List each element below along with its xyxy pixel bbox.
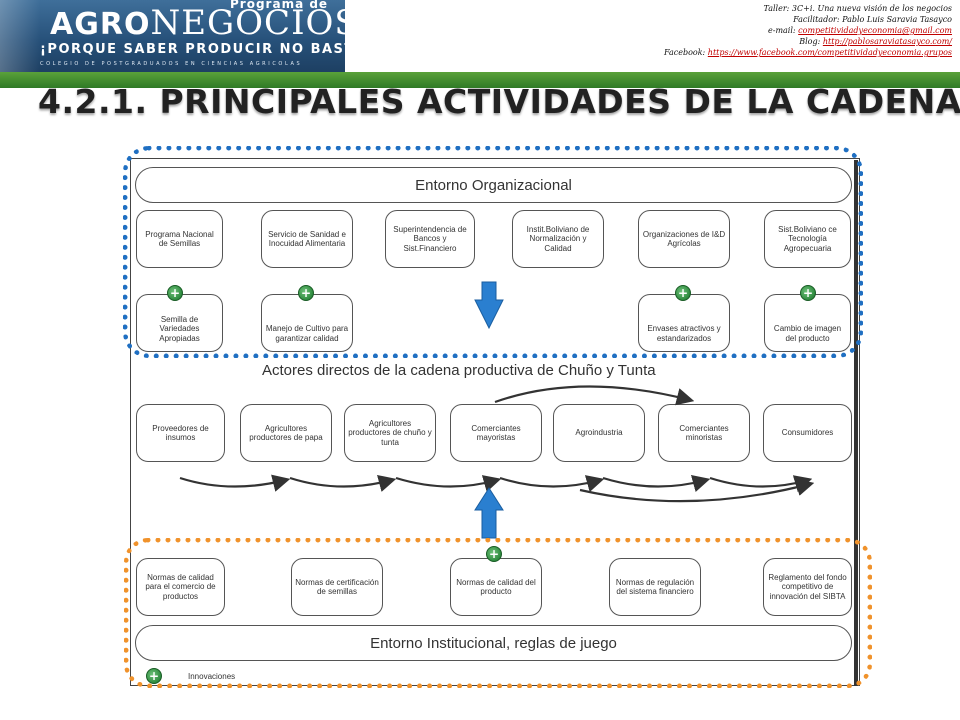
- innovation-node-imagen: Cambio de imagen del producto: [764, 294, 851, 352]
- innovation-node-semilla: Semilla de Variedades Apropiadas: [136, 294, 223, 352]
- logo-brand-a: A: [50, 7, 75, 42]
- header: Programa de AGRONEGOCIOS ¡PORQUE SABER P…: [0, 0, 960, 75]
- flow-arrow-bottom: [602, 475, 711, 492]
- info-facebook-label: Facebook:: [663, 48, 708, 57]
- innovation-icon: +: [167, 285, 183, 301]
- org-node-ibnorca: Instit.Boliviano de Normalización y Cali…: [512, 210, 604, 268]
- org-node-programa-semillas: Programa Nacional de Semillas: [136, 210, 223, 268]
- actor-node-agroindustria: Agroindustria: [553, 404, 645, 462]
- logo-brand: AGRONEGOCIOS: [50, 3, 345, 43]
- flow-arrow-bottom: [709, 475, 813, 493]
- norm-node-reglamento: Reglamento del fondo competitivo de inno…: [763, 558, 852, 616]
- flow-arrow-bottom: [395, 475, 502, 493]
- norm-node-certificacion: Normas de certificación de semillas: [291, 558, 383, 616]
- actor-node-agricultores-papa: Agricultores productores de papa: [240, 404, 332, 462]
- org-node-sibta: Sist.Boliviano ce Tecnología Agropecuari…: [764, 210, 851, 268]
- org-node-id-agricolas: Organizaciones de I&D Agrícolas: [638, 210, 730, 268]
- actor-node-mayoristas: Comerciantes mayoristas: [450, 404, 542, 462]
- facebook-link[interactable]: https://www.facebook.com/competitividady…: [707, 48, 952, 57]
- innovation-icon: +: [298, 285, 314, 301]
- actor-node-proveedores: Proveedores de insumos: [136, 404, 225, 462]
- slide-title: 4.2.1. PRINCIPALES ACTIVIDADES DE LA CAD…: [38, 82, 960, 121]
- entorno-organizacional-bar: Entorno Organizacional: [135, 167, 852, 203]
- agronegocios-logo: Programa de AGRONEGOCIOS ¡PORQUE SABER P…: [0, 0, 345, 73]
- org-node-superintendencia: Superintendencia de Bancos y Sist.Financ…: [385, 210, 475, 268]
- innovation-icon: +: [486, 546, 502, 562]
- workshop-info: Taller: 3C+i. Una nueva visión de los ne…: [664, 3, 952, 58]
- organizational-highlight-frame: [123, 146, 863, 358]
- green-band: [0, 72, 960, 88]
- info-facebook-line: Facebook: https://www.facebook.com/compe…: [664, 47, 952, 58]
- norm-node-calidad-comercio: Normas de calidad para el comercio de pr…: [136, 558, 225, 616]
- flow-arrow-bottom: [499, 475, 605, 493]
- org-node-sanidad: Servicio de Sanidad e Inocuidad Alimenta…: [261, 210, 353, 268]
- legend-innovaciones: Innovaciones: [188, 672, 236, 681]
- blue-up-arrow: [474, 487, 504, 539]
- email-link[interactable]: competitividadyeconomia@gmail.com: [798, 26, 952, 35]
- blog-link[interactable]: http://pablosaraviatasayco.com/: [822, 37, 952, 46]
- norm-node-regulacion: Normas de regulación del sistema financi…: [609, 558, 701, 616]
- info-email-label: e-mail:: [768, 26, 799, 35]
- info-facilitador: Facilitador: Pablo Luis Saravia Tasayco: [793, 15, 952, 24]
- logo-shine: [0, 0, 40, 73]
- info-blog-line: Blog: http://pablosaraviatasayco.com/: [664, 36, 952, 47]
- logo-brand-rest: NEGOCIOS: [150, 3, 345, 43]
- actor-node-agricultores-chuno: Agricultores productores de chuño y tunt…: [344, 404, 436, 462]
- flow-arrow-bottom: [579, 478, 815, 503]
- flow-arrow-bottom: [179, 474, 291, 492]
- innovation-icon: +: [675, 285, 691, 301]
- logo-programa-text: Programa de: [230, 0, 329, 11]
- innovation-icon: +: [800, 285, 816, 301]
- innovation-node-manejo: Manejo de Cultivo para garantizar calida…: [261, 294, 353, 352]
- entorno-institucional-bar: Entorno Institucional, reglas de juego: [135, 625, 852, 661]
- actores-heading: Actores directos de la cadena productiva…: [262, 362, 656, 379]
- institutional-highlight-frame: [124, 538, 872, 688]
- flow-arrow-bottom: [289, 474, 397, 492]
- actor-node-consumidores: Consumidores: [763, 404, 852, 462]
- norm-node-calidad-producto: Normas de calidad del producto: [450, 558, 542, 616]
- logo-college: COLEGIO DE POSTGRADUADOS EN CIENCIAS AGR…: [40, 61, 303, 67]
- innovation-node-envases: Envases atractivos y estandarizados: [638, 294, 730, 352]
- diagram-right-edge: [854, 160, 858, 686]
- info-email-line: e-mail: competitividadyeconomia@gmail.co…: [664, 25, 952, 36]
- actor-node-minoristas: Comerciantes minoristas: [658, 404, 750, 462]
- logo-brand-gro: GRO: [74, 7, 151, 42]
- flow-arrow-top: [494, 385, 695, 406]
- logo-slogan: ¡PORQUE SABER PRODUCIR NO BASTA!: [40, 42, 345, 57]
- blue-down-arrow: [474, 281, 504, 330]
- info-blog-label: Blog:: [799, 37, 823, 46]
- info-taller: Taller: 3C+i. Una nueva visión de los ne…: [763, 4, 953, 13]
